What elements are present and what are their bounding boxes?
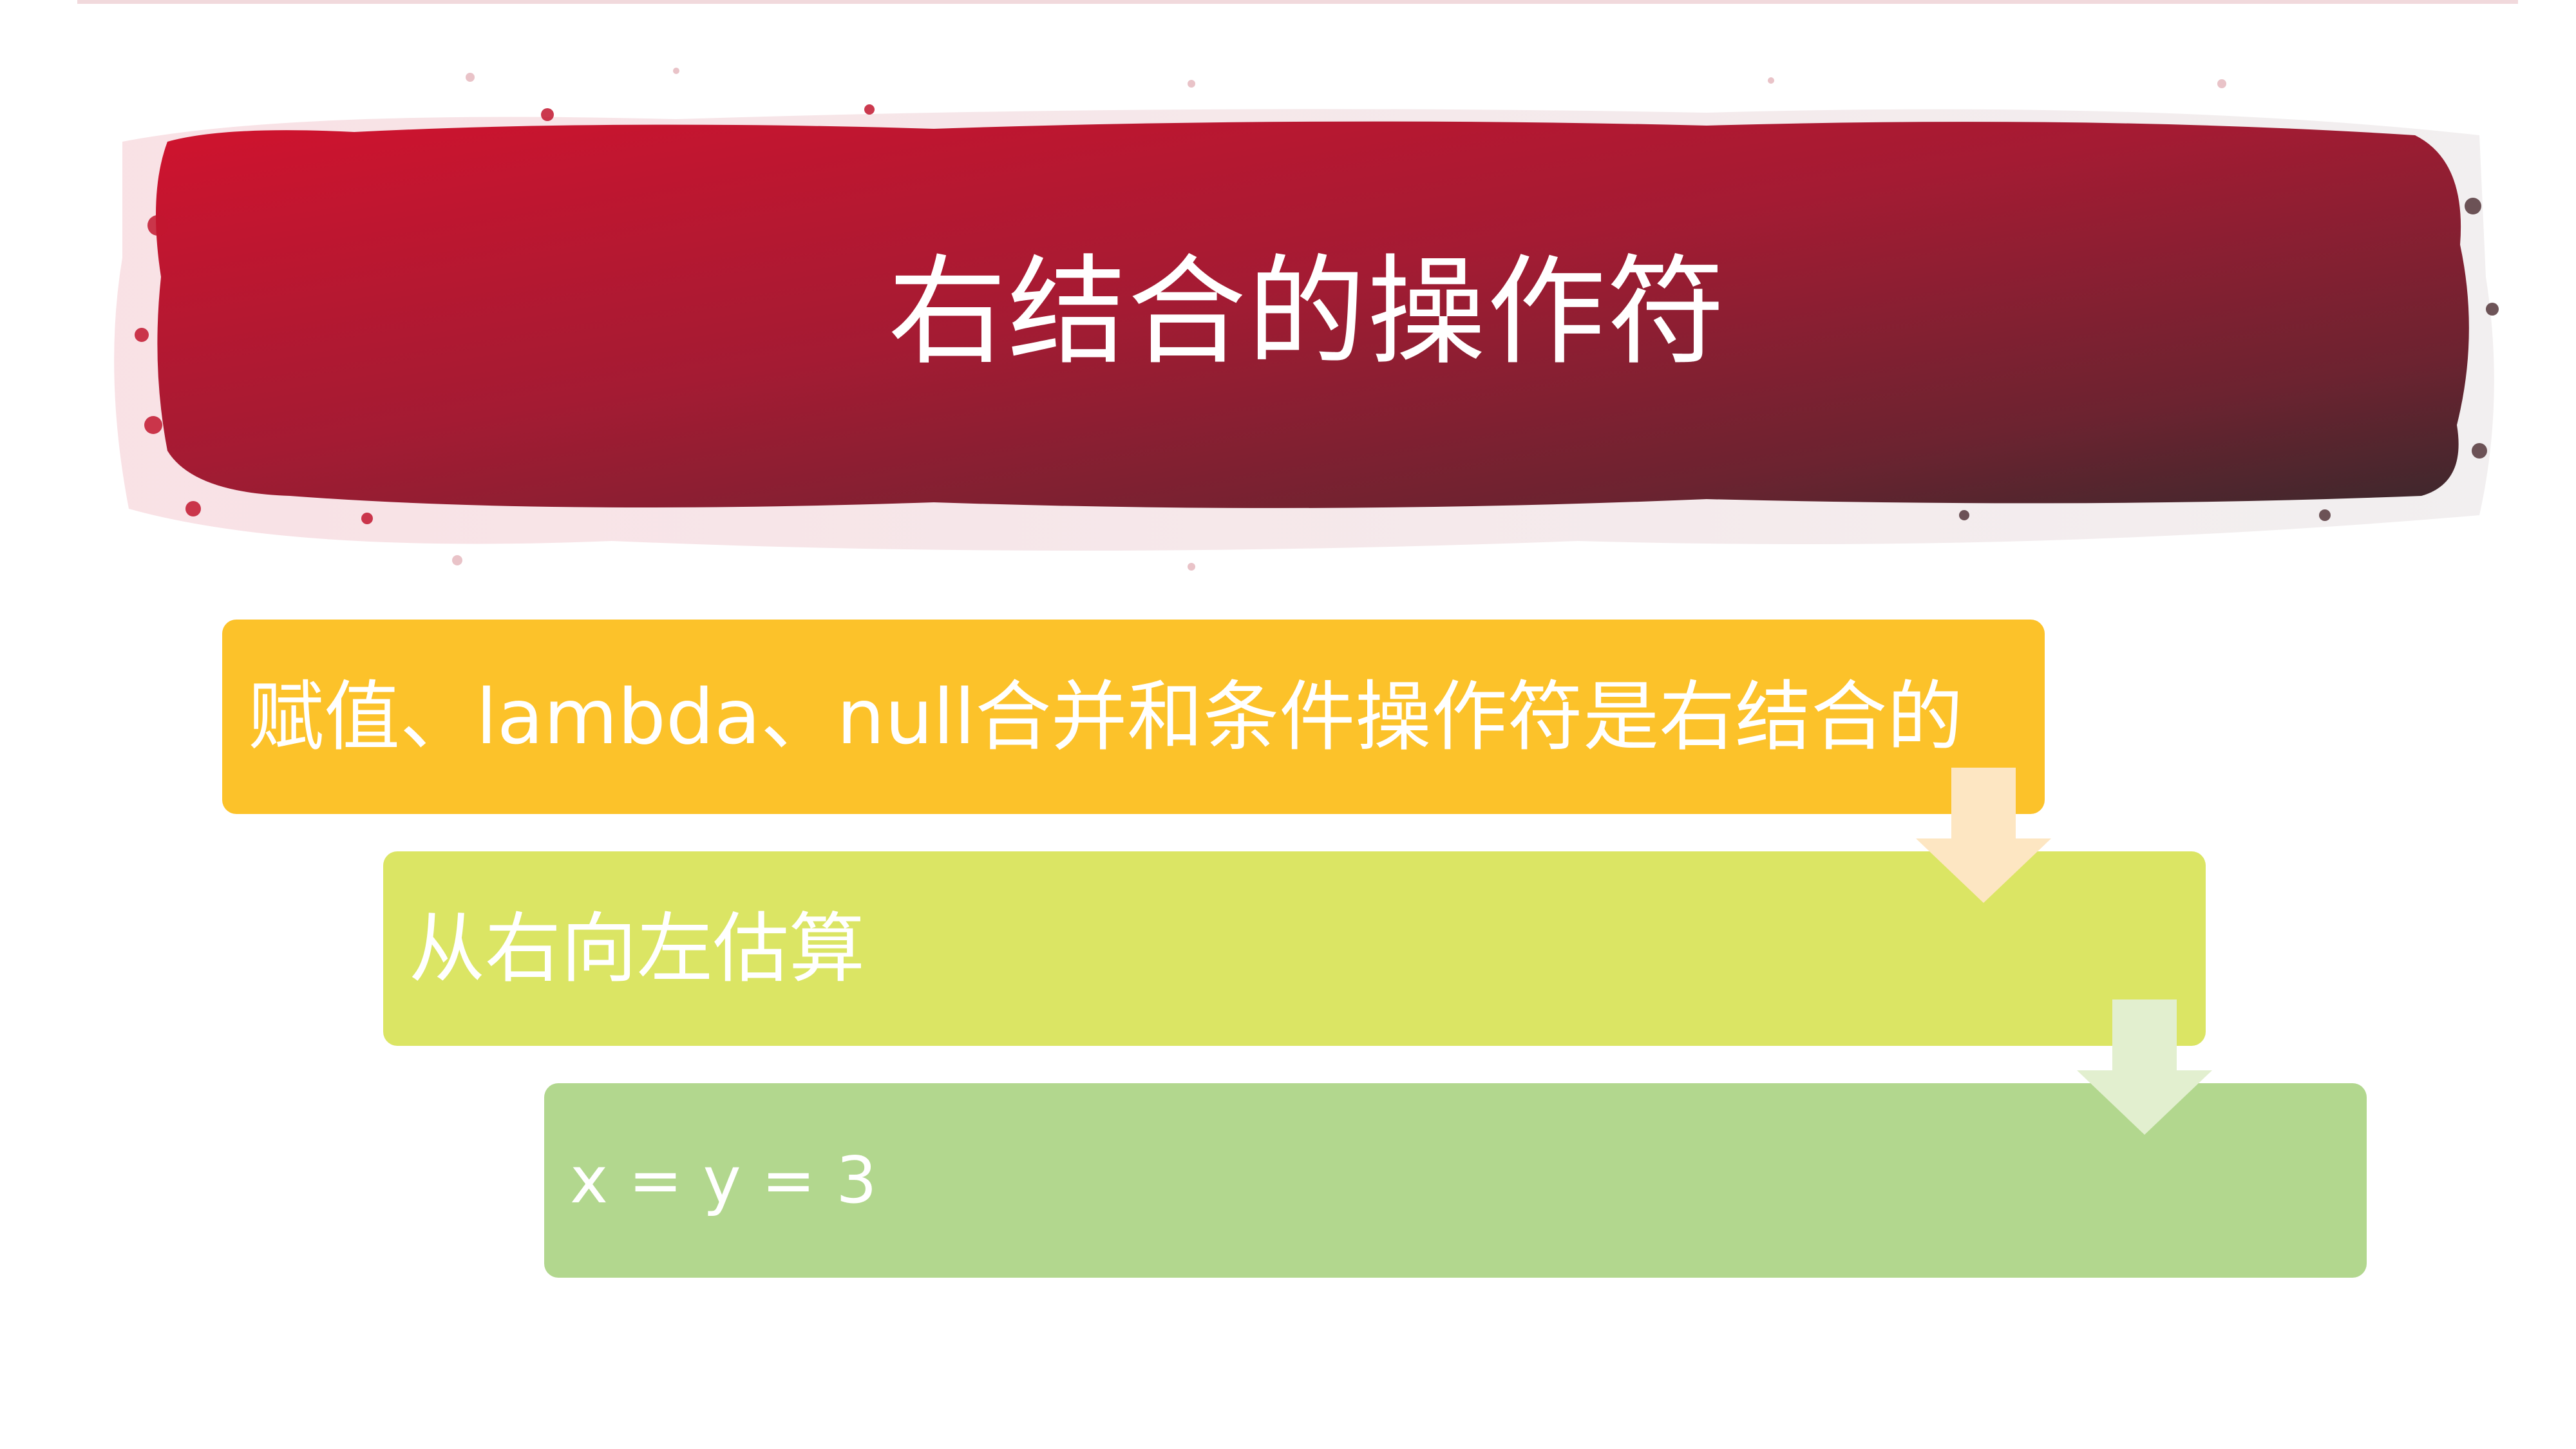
step-2-label: 从右向左估算: [409, 904, 866, 993]
step-3-label: x = y = 3: [570, 1142, 877, 1218]
title-banner: 右结合的操作符: [97, 64, 2518, 586]
down-arrow-icon: [2077, 999, 2212, 1135]
down-arrow-icon: [1916, 768, 2051, 903]
slide-title: 右结合的操作符: [887, 243, 1727, 381]
top-divider: [77, 0, 2518, 4]
process-step-1: 赋值、lambda、null合并和条件操作符是右结合的: [222, 620, 2045, 814]
step-1-label: 赋值、lambda、null合并和条件操作符是右结合的: [248, 672, 1964, 761]
brush-stroke-background: [114, 68, 2499, 571]
process-step-2: 从右向左估算: [383, 851, 2206, 1046]
process-step-3: x = y = 3: [544, 1083, 2367, 1278]
